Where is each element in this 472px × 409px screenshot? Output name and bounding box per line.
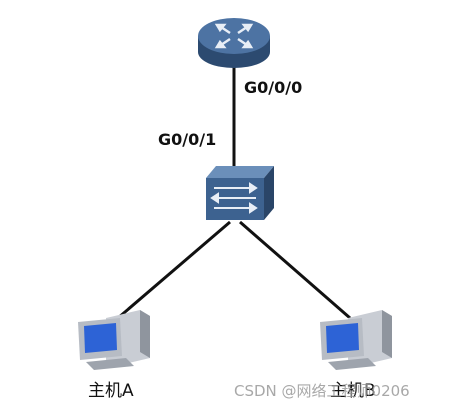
computer-icon-host-a[interactable] xyxy=(78,310,150,370)
switch-icon[interactable] xyxy=(206,166,274,220)
router-icon[interactable] xyxy=(198,18,270,68)
computer-icon-host-b[interactable] xyxy=(320,310,392,370)
host-b-label: 主机B xyxy=(330,381,376,401)
host-a-label: 主机A xyxy=(88,381,134,401)
link-switch-host-a xyxy=(117,220,231,320)
port-label-g0-0-1: G0/0/1 xyxy=(158,130,217,149)
port-label-g0-0-0: G0/0/0 xyxy=(244,78,303,97)
watermark: CSDN @网络工程师0206 xyxy=(234,382,410,400)
link-switch-host-b xyxy=(239,220,351,320)
